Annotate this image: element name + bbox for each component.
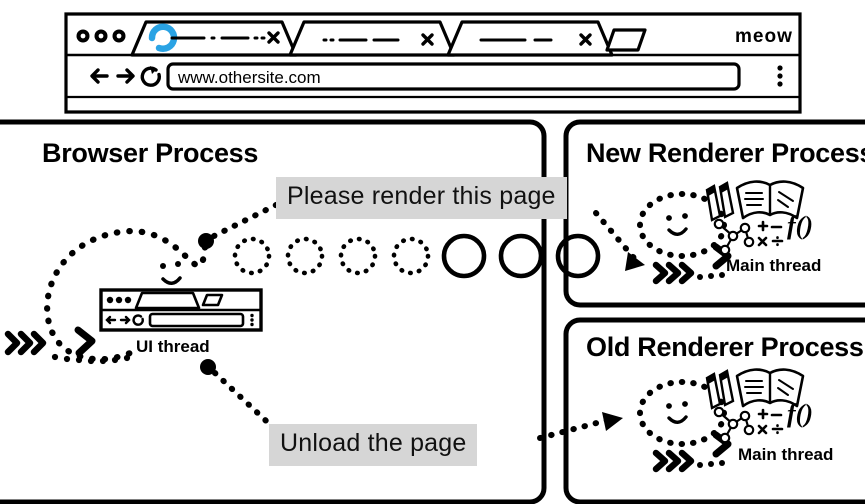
navigation-circles [198, 233, 601, 279]
tab-third[interactable] [446, 20, 614, 57]
ui-thread-loop [4, 228, 209, 365]
window-controls[interactable] [76, 29, 126, 43]
ui-thread-label: UI thread [136, 337, 210, 356]
tab-second[interactable] [288, 20, 456, 57]
message-render-page-label: Please render this page [276, 177, 567, 219]
message-unload-page-label: Unload the page [269, 424, 478, 466]
origin-dot [198, 233, 214, 249]
browser-window [64, 12, 802, 114]
toolbar [90, 62, 783, 91]
back-icon[interactable] [90, 68, 109, 84]
reload-icon[interactable] [140, 66, 161, 87]
arrow-unload-page [200, 359, 623, 441]
panel-title-browser-process: Browser Process [42, 138, 259, 168]
tab-loading-spinner [148, 23, 178, 52]
ui-thread-icon [99, 288, 263, 332]
tab-close-icon[interactable] [267, 31, 280, 44]
url-bar[interactable] [166, 62, 741, 91]
tab-close-icon[interactable] [421, 33, 434, 46]
tab-close-icon[interactable] [579, 33, 592, 46]
panel-title-new-renderer: New Renderer Process [586, 138, 865, 168]
old-renderer-main-thread-label: Main thread [738, 445, 834, 464]
browser-brand-label: meow [735, 26, 793, 47]
forward-icon[interactable] [116, 68, 135, 84]
tab-active[interactable] [130, 20, 298, 57]
new-tab-button[interactable] [605, 28, 647, 52]
new-renderer-main-thread-label: Main thread [726, 256, 822, 275]
url-text[interactable]: www.othersite.com [178, 68, 321, 87]
menu-icon[interactable] [777, 65, 783, 87]
arrow-render-page [211, 200, 645, 271]
panel-title-old-renderer: Old Renderer Process [586, 332, 864, 362]
